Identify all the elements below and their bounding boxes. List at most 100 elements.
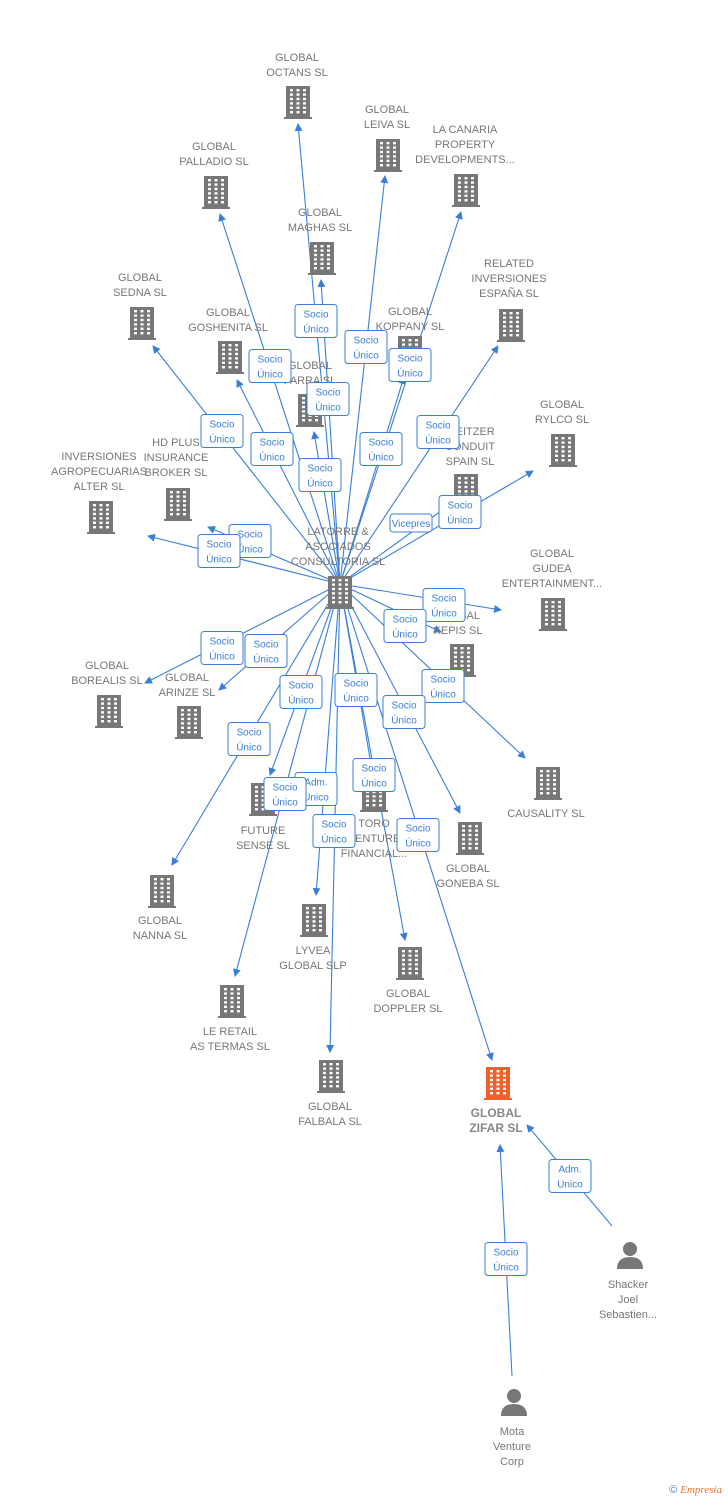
node-rylco[interactable]: GLOBAL RYLCO SL [535,399,589,467]
node-label-line: NANNA SL [133,930,187,942]
brand-logo[interactable]: Empresia [680,1484,722,1496]
badge-text: Socio [257,355,282,366]
node-label-line: PALLADIO SL [179,156,249,168]
badge-text: Socio [447,501,472,512]
node-label-line: ALTER SL [73,481,124,493]
node-label-line: GOSHENITA SL [188,322,268,334]
node-label-line: GLOBAL [118,272,162,284]
badge-text: Único [430,688,456,701]
building-icon [452,174,480,207]
badge-box [263,777,307,811]
node-sedna[interactable]: GLOBAL SEDNA SL [113,272,167,340]
node-label-line: GLOBAL [540,399,584,411]
relation-badge[interactable]: Adm.Unico [548,1159,592,1193]
node-label-line: SEDNA SL [113,287,167,299]
badge-box [422,588,466,622]
badge-text: Único [431,607,457,620]
relation-badge[interactable]: Vicepres [389,513,433,533]
building-icon [374,139,402,172]
node-label-line: GLOBAL [388,306,432,318]
badge-box [388,348,432,382]
badge-box [548,1159,592,1193]
badge-text: Único [353,349,379,362]
building-icon [218,985,246,1018]
node-label-line: GLOBAL [365,104,409,116]
node-label-line: GLOBAL SLP [279,960,346,972]
badge-text: Único [303,323,329,336]
node-causality[interactable]: CAUSALITY SL [507,767,585,820]
node-label-line: INVERSIONES [61,451,136,463]
building-icon [396,947,424,980]
edge-latorre-agro [147,533,341,585]
node-label-line: GLOBAL [386,988,430,1000]
badge-text: Socio [209,637,234,648]
badge-text: Adm. [558,1165,581,1176]
badge-text: Socio [206,540,231,551]
building-icon [534,767,562,800]
badge-text: Único [425,434,451,447]
building-icon [216,341,244,374]
node-label-line: RYLCO SL [535,414,589,426]
badge-text: Socio [259,438,284,449]
badge-box [200,631,244,665]
badge-box [312,814,356,848]
node-label-line: GLOBAL [288,360,332,372]
node-label-line: LATORRE & [307,526,369,538]
badge-text: Único [272,796,298,809]
building-icon [175,706,203,739]
